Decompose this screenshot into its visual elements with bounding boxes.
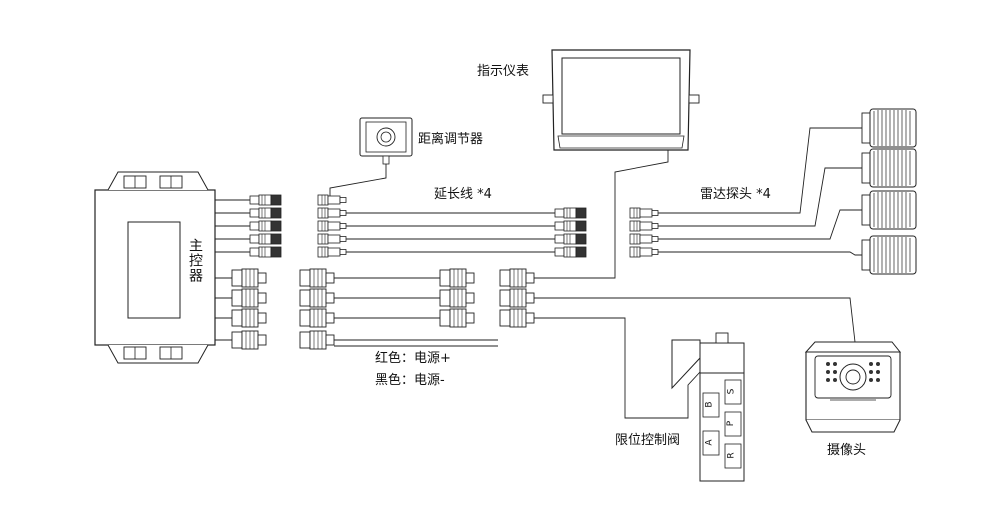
radar-probes bbox=[861, 108, 917, 275]
display-monitor bbox=[542, 49, 700, 272]
lower-row-left-connectors bbox=[299, 268, 335, 350]
valve-button-b: B bbox=[704, 401, 715, 408]
valve-button-s: S bbox=[726, 388, 737, 395]
radar-probe-connectors bbox=[629, 207, 659, 258]
lower-row-mid-connectors bbox=[439, 268, 475, 328]
lower-row-out-cables bbox=[534, 272, 856, 419]
radar-probe-label: 雷达探头 *4 bbox=[700, 187, 771, 202]
extension-left-plugs bbox=[317, 194, 347, 258]
extension-cables bbox=[346, 212, 555, 253]
main-controller bbox=[94, 171, 216, 364]
lower-row-cables bbox=[334, 277, 498, 347]
power-black-label: 黑色：电源- bbox=[375, 373, 445, 388]
limit-valve-label: 限位控制阀 bbox=[615, 433, 681, 448]
controller-lower-cables bbox=[215, 277, 232, 341]
controller-lower-plugs bbox=[231, 268, 267, 350]
lower-row-right-connectors bbox=[499, 268, 535, 328]
camera-label: 摄像头 bbox=[827, 443, 867, 458]
camera bbox=[804, 341, 902, 433]
distance-adjuster-label: 距离调节器 bbox=[418, 132, 484, 147]
limit-valve bbox=[671, 332, 745, 482]
valve-button-a: A bbox=[704, 439, 715, 446]
distance-adjuster bbox=[329, 117, 413, 200]
display-label: 指示仪表 bbox=[477, 64, 530, 79]
controller-upper-cables bbox=[215, 199, 250, 253]
power-red-label: 红色：电源+ bbox=[375, 351, 451, 366]
valve-button-r: R bbox=[726, 452, 737, 459]
controller-upper-plugs bbox=[249, 194, 282, 258]
extension-right-plugs bbox=[554, 207, 587, 258]
extension-cable-label: 延长线 *4 bbox=[434, 187, 492, 202]
main-controller-label: 主控器 bbox=[187, 238, 203, 283]
valve-button-p: P bbox=[726, 420, 737, 427]
radar-probe-cables bbox=[658, 127, 865, 256]
